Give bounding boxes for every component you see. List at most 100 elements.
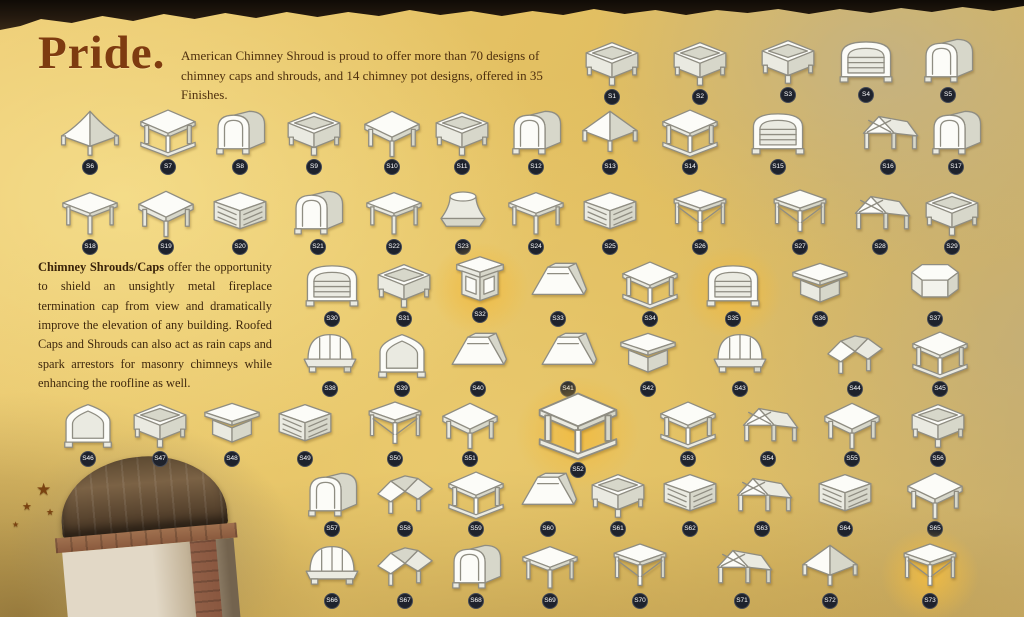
item-number-badge: S61: [610, 521, 626, 537]
catalog-item-s26: S26: [669, 186, 731, 255]
tent-cap-icon: [582, 110, 638, 153]
item-number-badge: S35: [725, 311, 741, 327]
catalog-item-s32: S32: [431, 242, 529, 335]
hip-cap-icon: [364, 110, 420, 158]
item-number-badge: S55: [844, 451, 860, 467]
pavilion-cap-icon: [538, 392, 618, 461]
item-number-badge: S48: [224, 451, 240, 467]
item-number-badge: S39: [394, 381, 410, 397]
catalog-item-s56: S56: [907, 398, 969, 467]
star-icon: ★: [46, 507, 55, 517]
catalog-item-s31: S31: [373, 258, 435, 327]
catalog-item-s1: S1: [581, 36, 643, 105]
box-cap-icon: [435, 111, 489, 156]
frame-cap-icon: [368, 401, 422, 445]
box-cap-icon: [911, 403, 965, 448]
fold-cap-icon: [377, 547, 433, 587]
item-number-badge: S54: [760, 451, 776, 467]
catalog-item-s68: S68: [445, 540, 507, 609]
frame-cap-icon: [613, 543, 667, 587]
gable-cap-icon: [862, 115, 919, 150]
item-number-badge: S5: [940, 87, 956, 103]
item-number-badge: S46: [80, 451, 96, 467]
item-number-badge: S62: [682, 521, 698, 537]
barrel-cap-icon: [512, 110, 562, 155]
louver-cap-icon: [663, 473, 717, 512]
catalog-item-s30: S30: [301, 258, 363, 327]
item-number-badge: S13: [602, 159, 618, 175]
catalog-item-s45: S45: [909, 328, 971, 397]
item-number-badge: S2: [692, 89, 708, 105]
catalog-item-s9: S9: [283, 106, 345, 175]
item-number-badge: S57: [324, 521, 340, 537]
item-number-badge: S60: [540, 521, 556, 537]
item-number-badge: S72: [822, 593, 838, 609]
star-icon: ★: [22, 501, 32, 513]
catalog-item-s72: S72: [799, 540, 861, 609]
catalog-item-s8: S8: [209, 106, 271, 175]
frame-cap-icon: [773, 189, 827, 233]
barrel-cap-icon: [308, 472, 358, 517]
hip-cap-icon: [138, 190, 194, 238]
item-number-badge: S20: [232, 239, 248, 255]
catalog-item-s5: S5: [917, 34, 979, 103]
star-icon: ★: [12, 520, 20, 529]
barrel-cap-icon: [452, 544, 502, 589]
catalog-item-s48: S48: [201, 398, 263, 467]
catalog-item-s2: S2: [669, 36, 731, 105]
item-number-badge: S1: [604, 89, 620, 105]
catalog-item-s67: S67: [374, 540, 436, 609]
box-cap-icon: [591, 473, 645, 518]
arch-cap-icon: [706, 265, 760, 307]
item-number-badge: S59: [468, 521, 484, 537]
catalog-item-s24: S24: [505, 186, 567, 255]
catalog-item-s11: S11: [431, 106, 493, 175]
item-number-badge: S44: [847, 381, 863, 397]
pavilion-cap-icon: [662, 109, 718, 158]
item-number-badge: S73: [922, 593, 938, 609]
item-number-badge: S34: [642, 311, 658, 327]
item-number-badge: S11: [454, 159, 470, 175]
item-number-badge: S6: [82, 159, 98, 175]
skirt-cap-icon: [451, 332, 508, 365]
catalog-item-s57: S57: [301, 468, 363, 537]
catalog-item-s47: S47: [129, 398, 191, 467]
flare-cap-icon: [60, 110, 120, 156]
flat-cap-icon: [508, 191, 564, 235]
item-number-badge: S17: [948, 159, 964, 175]
item-number-badge: S71: [734, 593, 750, 609]
item-number-badge: S26: [692, 239, 708, 255]
catalog-item-s40: S40: [447, 328, 509, 397]
catalog-item-s18: S18: [59, 186, 121, 255]
item-number-badge: S27: [792, 239, 808, 255]
catalog-item-s61: S61: [587, 468, 649, 537]
catalog-item-s42: S42: [617, 328, 679, 397]
pavilion-cap-icon: [912, 331, 968, 380]
item-number-badge: S40: [470, 381, 486, 397]
catalog-item-s35: S35: [684, 246, 782, 339]
catalog-item-s60: S60: [517, 468, 579, 537]
item-number-badge: S50: [387, 451, 403, 467]
gable-cap-icon: [736, 477, 793, 512]
item-number-badge: S49: [297, 451, 313, 467]
item-number-badge: S8: [232, 159, 248, 175]
arch-cap-icon: [839, 41, 893, 83]
fold-cap-icon: [377, 475, 433, 515]
catalog-item-s15: S15: [747, 106, 809, 175]
catalog-item-s54: S54: [737, 398, 799, 467]
gable-cap-icon: [854, 195, 911, 230]
catalog-item-s55: S55: [821, 398, 883, 467]
item-number-badge: S4: [858, 87, 874, 103]
arch-cap-icon: [305, 265, 359, 307]
catalog-item-s41: S41: [537, 328, 599, 397]
item-number-badge: S33: [550, 311, 566, 327]
item-number-badge: S14: [682, 159, 698, 175]
catalog-item-s10: S10: [361, 106, 423, 175]
flat-cap-icon: [366, 191, 422, 235]
tall-cap-icon: [456, 256, 504, 302]
description-text: Chimney Shrouds/Caps offer the opportuni…: [38, 258, 272, 393]
catalog-item-s53: S53: [657, 398, 719, 467]
